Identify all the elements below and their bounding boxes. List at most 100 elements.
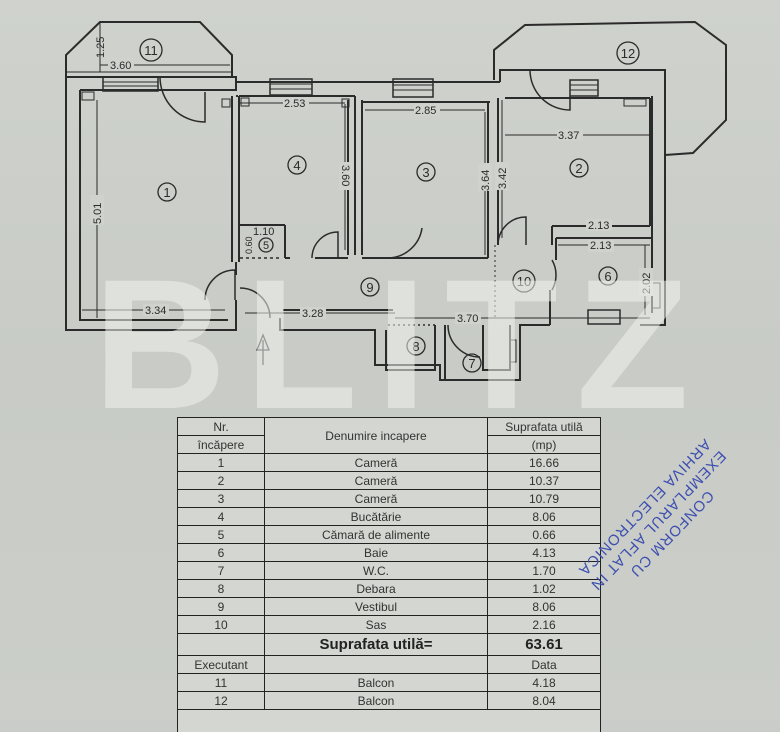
svg-text:5: 5 [263,240,269,252]
svg-text:9: 9 [366,280,373,295]
row-nr: 4 [178,508,265,526]
executant-row: Executant Data [178,656,601,674]
dim-3-70: 3.70 [457,313,478,325]
row-nr: 1 [178,454,265,472]
balcony-name: Balcon [265,692,488,710]
dim-3-60-vertical: 3.60 [339,165,351,186]
table-header-row-1: Nr. Denumire incapere Suprafata utilă [178,418,601,436]
data-label: Data [488,656,601,674]
header-area-unit: (mp) [488,436,601,454]
row-name: Sas [265,616,488,634]
svg-text:8: 8 [412,339,419,354]
balcony-nr: 12 [178,692,265,710]
footer-cell [178,710,601,732]
dim-2-53: 2.53 [284,98,305,110]
room-labels: 1 2 3 4 5 6 7 8 9 10 11 12 [140,39,639,372]
room-label-10: 10 [513,270,535,292]
door-swings [160,70,570,357]
row-nr: 10 [178,616,265,634]
row-name: Debara [265,580,488,598]
balcony-area: 8.04 [488,692,601,710]
row-area: 2.16 [488,616,601,634]
row-nr: 9 [178,598,265,616]
table-footer-row [178,710,601,732]
executant-value [265,656,488,674]
row-area: 16.66 [488,454,601,472]
dim-2-13-lower: 2.13 [590,240,611,252]
room-label-8: 8 [407,337,425,355]
total-value: 63.61 [488,634,601,656]
row-nr: 2 [178,472,265,490]
row-area: 0.66 [488,526,601,544]
header-nr-2: încăpere [178,436,265,454]
svg-text:1: 1 [163,185,170,200]
svg-text:6: 6 [604,269,611,284]
svg-text:3: 3 [422,165,429,180]
row-name: Cămară de alimente [265,526,488,544]
row-name: W.C. [265,562,488,580]
total-row: Suprafata utilă= 63.61 [178,634,601,656]
entrance-arrow-icon [257,335,269,365]
total-label: Suprafata utilă= [265,634,488,656]
row-nr: 3 [178,490,265,508]
row-name: Bucătărie [265,508,488,526]
svg-text:10: 10 [517,274,531,289]
row-area: 10.79 [488,490,601,508]
row-name: Cameră [265,454,488,472]
dim-3-64: 3.64 [480,170,492,191]
balcony-nr: 11 [178,674,265,692]
header-name: Denumire incapere [265,418,488,454]
balcony-area: 4.18 [488,674,601,692]
dim-2-85: 2.85 [415,105,436,117]
svg-text:11: 11 [144,43,158,58]
room-area-table: Nr. Denumire incapere Suprafata utilă în… [177,417,601,732]
row-name: Vestibul [265,598,488,616]
room-label-12: 12 [617,42,639,64]
header-nr: Nr. [178,418,265,436]
dim-5-01: 5.01 [92,203,104,224]
dim-3-60: 3.60 [110,60,131,72]
row-area: 10.37 [488,472,601,490]
dim-0-60: 0.60 [244,236,254,254]
dim-2-02: 2.02 [641,273,653,294]
row-nr: 7 [178,562,265,580]
room-label-3: 3 [417,163,435,181]
dim-2-13-upper: 2.13 [588,220,609,232]
row-name: Cameră [265,490,488,508]
row-name: Baie [265,544,488,562]
svg-text:12: 12 [621,46,635,61]
row-nr: 8 [178,580,265,598]
room-label-6: 6 [599,267,617,285]
executant-label: Executant [178,656,265,674]
row-nr: 6 [178,544,265,562]
dim-3-42: 3.42 [497,168,509,189]
room-label-1: 1 [158,183,176,201]
dim-3-37: 3.37 [558,130,579,142]
dim-3-28: 3.28 [302,308,323,320]
row-area: 8.06 [488,508,601,526]
room-label-7: 7 [463,354,481,372]
room-label-2: 2 [570,159,588,177]
balcony-name: Balcon [265,674,488,692]
dim-3-34: 3.34 [145,305,166,317]
svg-text:2: 2 [575,161,582,176]
total-empty [178,634,265,656]
row-name: Cameră [265,472,488,490]
svg-text:4: 4 [293,158,300,173]
floor-plan: 3.60 1.25 2.53 2.85 3.37 5.01 3.60 3.64 … [0,0,780,420]
room-label-5: 5 [259,238,273,252]
header-area: Suprafata utilă [488,418,601,436]
room-label-4: 4 [288,156,306,174]
